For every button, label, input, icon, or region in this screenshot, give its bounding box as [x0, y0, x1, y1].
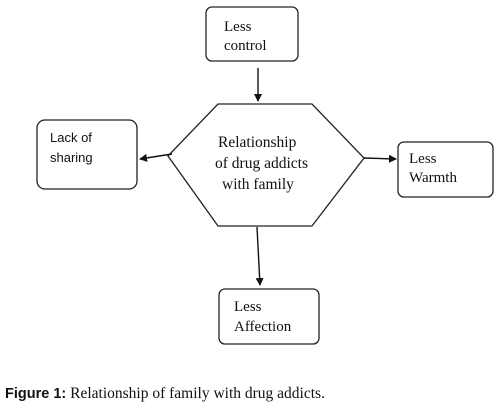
center-line-1: Relationship: [218, 134, 297, 151]
node-bottom-line-1: Less: [234, 299, 262, 315]
figure-caption: Figure 1: Relationship of family with dr…: [5, 385, 325, 403]
node-left-line-2: sharing: [50, 150, 93, 165]
node-bottom-line-2: Affection: [234, 319, 292, 335]
center-line-2: of drug addicts: [215, 155, 308, 172]
node-left-box: [36, 119, 138, 190]
node-right-box: [397, 141, 494, 198]
node-right-line-2: Warmth: [409, 170, 457, 186]
node-top-line-2: control: [224, 38, 267, 54]
center-line-3: with family: [222, 176, 294, 193]
node-bottom-box: [218, 288, 320, 345]
node-top-line-1: Less: [224, 19, 252, 35]
figure-caption-text: Relationship of family with drug addicts…: [66, 385, 325, 402]
arrow-center-to-bottom: [255, 226, 264, 286]
node-top-box: [205, 6, 299, 62]
arrow-center-to-right: [363, 154, 397, 163]
figure-caption-label: Figure 1:: [5, 386, 67, 402]
node-right-line-1: Less: [409, 151, 437, 167]
arrow-center-to-left: [139, 153, 173, 162]
node-left-line-1: Lack of: [50, 130, 92, 145]
